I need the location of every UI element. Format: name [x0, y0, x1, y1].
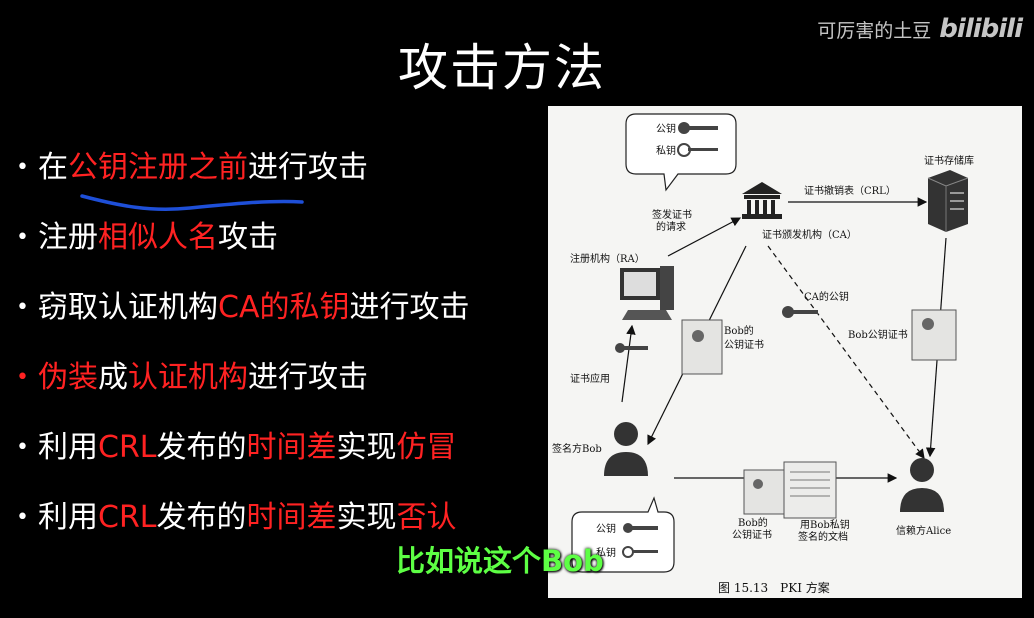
bullet-dot: •	[16, 295, 29, 320]
signer-label: 签名方Bob	[552, 442, 602, 455]
request-arrow	[667, 217, 742, 257]
computer-icon	[620, 266, 674, 320]
bullet-highlight-text: 时间差	[246, 500, 337, 535]
bullet-highlight-text: 否认	[396, 500, 457, 535]
bullet-highlight-text: CRL	[98, 500, 157, 535]
bullet-text: 进行攻击	[248, 150, 368, 185]
bullet-highlight-text: 时间差	[246, 430, 337, 465]
figure-caption: 图 15.13 PKI 方案	[718, 580, 830, 595]
ca-pubkey-icon	[782, 306, 818, 318]
key-bubble-bottom: 公钥 私钥	[571, 496, 675, 573]
pki-diagram: 公钥 私钥 证书颁发机构（CA） 证书撤销表（CRL） 证书存储库	[552, 113, 974, 595]
bullet-item: • 注册相似人名攻击	[16, 218, 278, 258]
bob-cert-label-1: Bob的	[724, 324, 754, 337]
ca-pubkey-label: CA的公钥	[804, 290, 849, 303]
ca-building-icon	[742, 182, 782, 219]
signed-doc-icon	[783, 461, 837, 519]
bullet-text: 进行攻击	[248, 360, 368, 395]
bullet-item: • 利用CRL发布的时间差实现否认	[16, 498, 457, 538]
bullet-highlight-text: 伪装	[38, 360, 98, 395]
bullet-text: 实现	[336, 500, 397, 535]
ra-label: 注册机构（RA）	[570, 252, 645, 265]
apply-label: 证书应用	[570, 372, 610, 385]
request-label-2: 的请求	[656, 220, 686, 233]
pubkey-label: 公钥	[656, 122, 676, 135]
bullet-text: 攻击	[218, 220, 278, 255]
bullet-item: • 利用CRL发布的时间差实现仿冒	[16, 428, 457, 468]
bullet-highlight-text: CRL	[98, 430, 157, 465]
bullet-highlight-text: 仿冒	[396, 430, 457, 465]
hand-drawn-underline	[80, 194, 304, 211]
pki-diagram-figure: 公钥 私钥 证书颁发机构（CA） 证书撤销表（CRL） 证书存储库	[548, 106, 1022, 598]
bullet-dot: •	[16, 365, 29, 390]
bullet-text: 窃取认证机构	[38, 290, 218, 325]
bullet-highlight-text: 认证机构	[128, 360, 248, 395]
trust-label: 信赖方Alice	[896, 524, 951, 537]
bob-cert-label-2: 公钥证书	[724, 338, 764, 351]
bullet-dot: •	[16, 505, 29, 530]
bullet-text: 进行攻击	[349, 290, 470, 325]
ca-label: 证书颁发机构（CA）	[762, 228, 857, 241]
bullet-text: 利用	[38, 500, 98, 535]
bullet-item: • 伪装成认证机构进行攻击	[16, 358, 368, 398]
apply-arrow	[621, 324, 636, 403]
pubkey-icon	[678, 122, 718, 134]
bob-cert-scroll-icon	[681, 319, 723, 375]
bullet-text: 在	[38, 150, 68, 185]
bullet-dot: •	[16, 435, 29, 460]
privkey2-label: 私钥	[596, 546, 616, 559]
repo-label: 证书存储库	[924, 154, 974, 167]
bullet-highlight-text: CA的私钥	[218, 290, 350, 325]
bullet-highlight-text: 公钥注册之前	[68, 150, 248, 185]
bullet-dot: •	[16, 155, 29, 180]
privkey-label: 私钥	[656, 144, 676, 157]
bullet-text: 发布的	[156, 500, 247, 535]
doc-label-2: 签名的文档	[798, 530, 848, 543]
bullet-text: 成	[98, 360, 128, 395]
bullet-text: 发布的	[156, 430, 247, 465]
video-subtitle: 比如说这个Bob	[396, 544, 604, 578]
slide-title: 攻击方法	[398, 39, 606, 97]
alice-person-icon	[900, 458, 944, 512]
bullet-text: 实现	[336, 430, 397, 465]
pubkey2-label: 公钥	[596, 522, 616, 535]
bullet-item: • 在公钥注册之前进行攻击	[16, 148, 368, 188]
bilibili-logo: bilibili	[939, 14, 1023, 44]
ca-pubkey-dashed-arrow	[767, 245, 925, 459]
request-label-1: 签发证书	[652, 208, 692, 221]
bob-cert-right-label: Bob公钥证书	[848, 328, 908, 341]
key-bubble-top: 公钥 私钥	[625, 113, 737, 192]
bullet-text: 利用	[38, 430, 98, 465]
bullet-item: • 窃取认证机构CA的私钥进行攻击	[16, 288, 469, 328]
watermark: 可厉害的土豆 bilibili	[817, 14, 1023, 44]
pubkey2-icon	[623, 523, 658, 533]
doc-cert-icon	[743, 469, 785, 515]
server-icon	[927, 170, 969, 232]
channel-name: 可厉害的土豆	[817, 19, 932, 42]
bullet-dot: •	[16, 225, 29, 250]
crl-label: 证书撤销表（CRL）	[804, 184, 896, 197]
doc-label-1: 用Bob私钥	[800, 518, 850, 531]
doc-cert-label-2: 公钥证书	[732, 528, 772, 541]
bullet-highlight-text: 相似人名	[98, 220, 218, 255]
right-cert-scroll-icon	[911, 309, 957, 361]
bob-person-icon	[604, 422, 648, 476]
doc-cert-label-1: Bob的	[738, 516, 768, 529]
privkey2-icon	[622, 546, 658, 558]
apply-key-icon	[615, 343, 648, 353]
bullet-text: 注册	[38, 220, 98, 255]
privkey-icon	[677, 143, 718, 157]
